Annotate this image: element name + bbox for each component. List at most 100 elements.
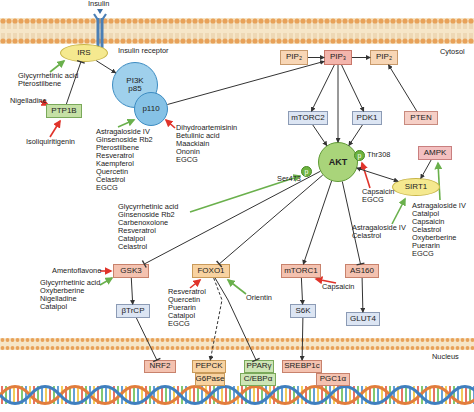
pathway-connector	[66, 61, 84, 104]
node-text: PIP₃	[330, 53, 346, 62]
connector-line	[210, 278, 222, 360]
node-text: AS160	[350, 267, 374, 276]
node-text: mTORC1	[284, 267, 318, 276]
compound-label: Catalpol	[40, 303, 67, 311]
compound-label: Celastrol	[412, 226, 441, 234]
compound-label: Nigelladine	[40, 295, 77, 303]
inhibition-bar	[217, 261, 222, 267]
node-text: GSK3	[120, 267, 141, 276]
dna-helix	[0, 386, 474, 404]
pathway-connector	[421, 160, 431, 178]
inhibition-bar	[77, 61, 85, 64]
connector-line	[308, 57, 324, 58]
gene-box: PEPCK	[192, 360, 226, 373]
connector-line	[303, 181, 331, 264]
kinase-circle: AKT	[318, 142, 358, 182]
compound-label: Oxyberberine	[412, 234, 456, 242]
compound-label: Maackiain	[176, 140, 209, 148]
connector-line	[301, 278, 302, 304]
inhibition-bar	[357, 263, 365, 265]
compound-label: EGCG	[96, 184, 118, 192]
compound-label: Astragaloside IV	[352, 224, 406, 232]
lipid-box: PIP₂	[280, 50, 308, 65]
compound-label: Isoliquiritigenin	[26, 138, 75, 146]
connector-line	[349, 125, 362, 145]
node-text: PPARγ	[246, 362, 271, 371]
node-text: p	[305, 168, 309, 175]
deacetylase-ellipse: SIRT1	[392, 178, 440, 196]
node-text: G6Pase	[196, 375, 225, 384]
compound-label: Nigelladine	[10, 97, 47, 105]
kinase-box: PDK1	[352, 111, 382, 125]
compound-arrows	[40, 61, 440, 294]
compound-label: Glycyrrhetinic acid	[18, 72, 78, 80]
pathway-connector	[167, 61, 324, 104]
compound-label: EGCG	[168, 320, 190, 328]
compound-label: Resveratrol	[96, 152, 134, 160]
node-text: GLUT4	[350, 315, 376, 324]
connector-line	[338, 65, 339, 142]
inhibition-bar	[142, 261, 146, 268]
compound-label: Amentoflavone	[52, 267, 101, 275]
compound-label: Catalpol	[118, 235, 145, 243]
compound-label: Astragaloside IV	[96, 128, 150, 136]
pathway-connector	[338, 65, 339, 142]
inhibition-bar	[252, 358, 259, 361]
compound-label: Kaempferol	[96, 160, 134, 168]
compound-label: Resveratrol	[118, 227, 156, 235]
kinase-box: GSK3	[113, 264, 149, 278]
node-text: PIP₂	[286, 53, 302, 62]
transcription-factor-box: FOXO1	[192, 264, 230, 278]
connector-line	[352, 57, 370, 58]
gene-box: NRF2	[144, 360, 176, 373]
connector-line	[342, 65, 364, 111]
node-text: S6K	[295, 307, 310, 316]
compound-label: Ginsenoside Rb2	[96, 136, 153, 144]
connector-line	[215, 278, 256, 360]
connector-line	[302, 318, 304, 360]
compound-label: EGCG	[362, 196, 384, 204]
pathway-connector	[342, 65, 364, 111]
compound-label: Capsaicin	[362, 188, 394, 196]
connector-line	[389, 65, 417, 111]
connector-line	[357, 168, 398, 181]
pathway-connector	[352, 57, 370, 58]
site-label: Thr308	[367, 151, 390, 159]
pathway-connector	[362, 278, 364, 312]
compound-label: EGCG	[176, 156, 198, 164]
connector-line	[362, 278, 364, 312]
compound-label: Quercetin	[168, 296, 200, 304]
nuclear-membrane	[0, 338, 474, 350]
compound-label: Catalpol	[168, 312, 195, 320]
pathway-connector	[215, 278, 260, 362]
pathway-connector	[302, 318, 304, 360]
site-label: Ser473	[277, 175, 301, 183]
pathway-connector	[357, 168, 398, 181]
pathway-connector	[312, 65, 335, 111]
connector-line	[167, 61, 324, 104]
compartment-label: Cytosol	[440, 48, 465, 56]
pathway-connector	[349, 125, 362, 145]
phospho-circle: p	[301, 166, 312, 177]
protein-box: βTrCP	[116, 304, 150, 318]
receptor-label: Insulin receptor	[118, 47, 169, 55]
node-text: IRS	[77, 49, 90, 58]
kinase-box: mTORC2	[288, 111, 328, 125]
connector-line	[144, 171, 320, 264]
compound-label: Pterostilbene	[96, 144, 139, 152]
node-text: AKT	[329, 158, 348, 167]
node-text: PEPCK	[195, 362, 222, 371]
compound-label: Catalpol	[412, 210, 439, 218]
pathway-connector	[308, 57, 324, 58]
pathway-connector	[342, 182, 364, 265]
pathway-connector	[96, 61, 115, 73]
lipid-box: PIP₃	[324, 50, 352, 65]
gene-box: PPARγ	[244, 360, 274, 373]
compound-label: EGCG	[412, 250, 434, 258]
compound-label: Celastrol	[118, 243, 147, 251]
compound-label: Resveratrol	[168, 288, 206, 296]
compound-label: Astragaloside IV	[412, 202, 466, 210]
